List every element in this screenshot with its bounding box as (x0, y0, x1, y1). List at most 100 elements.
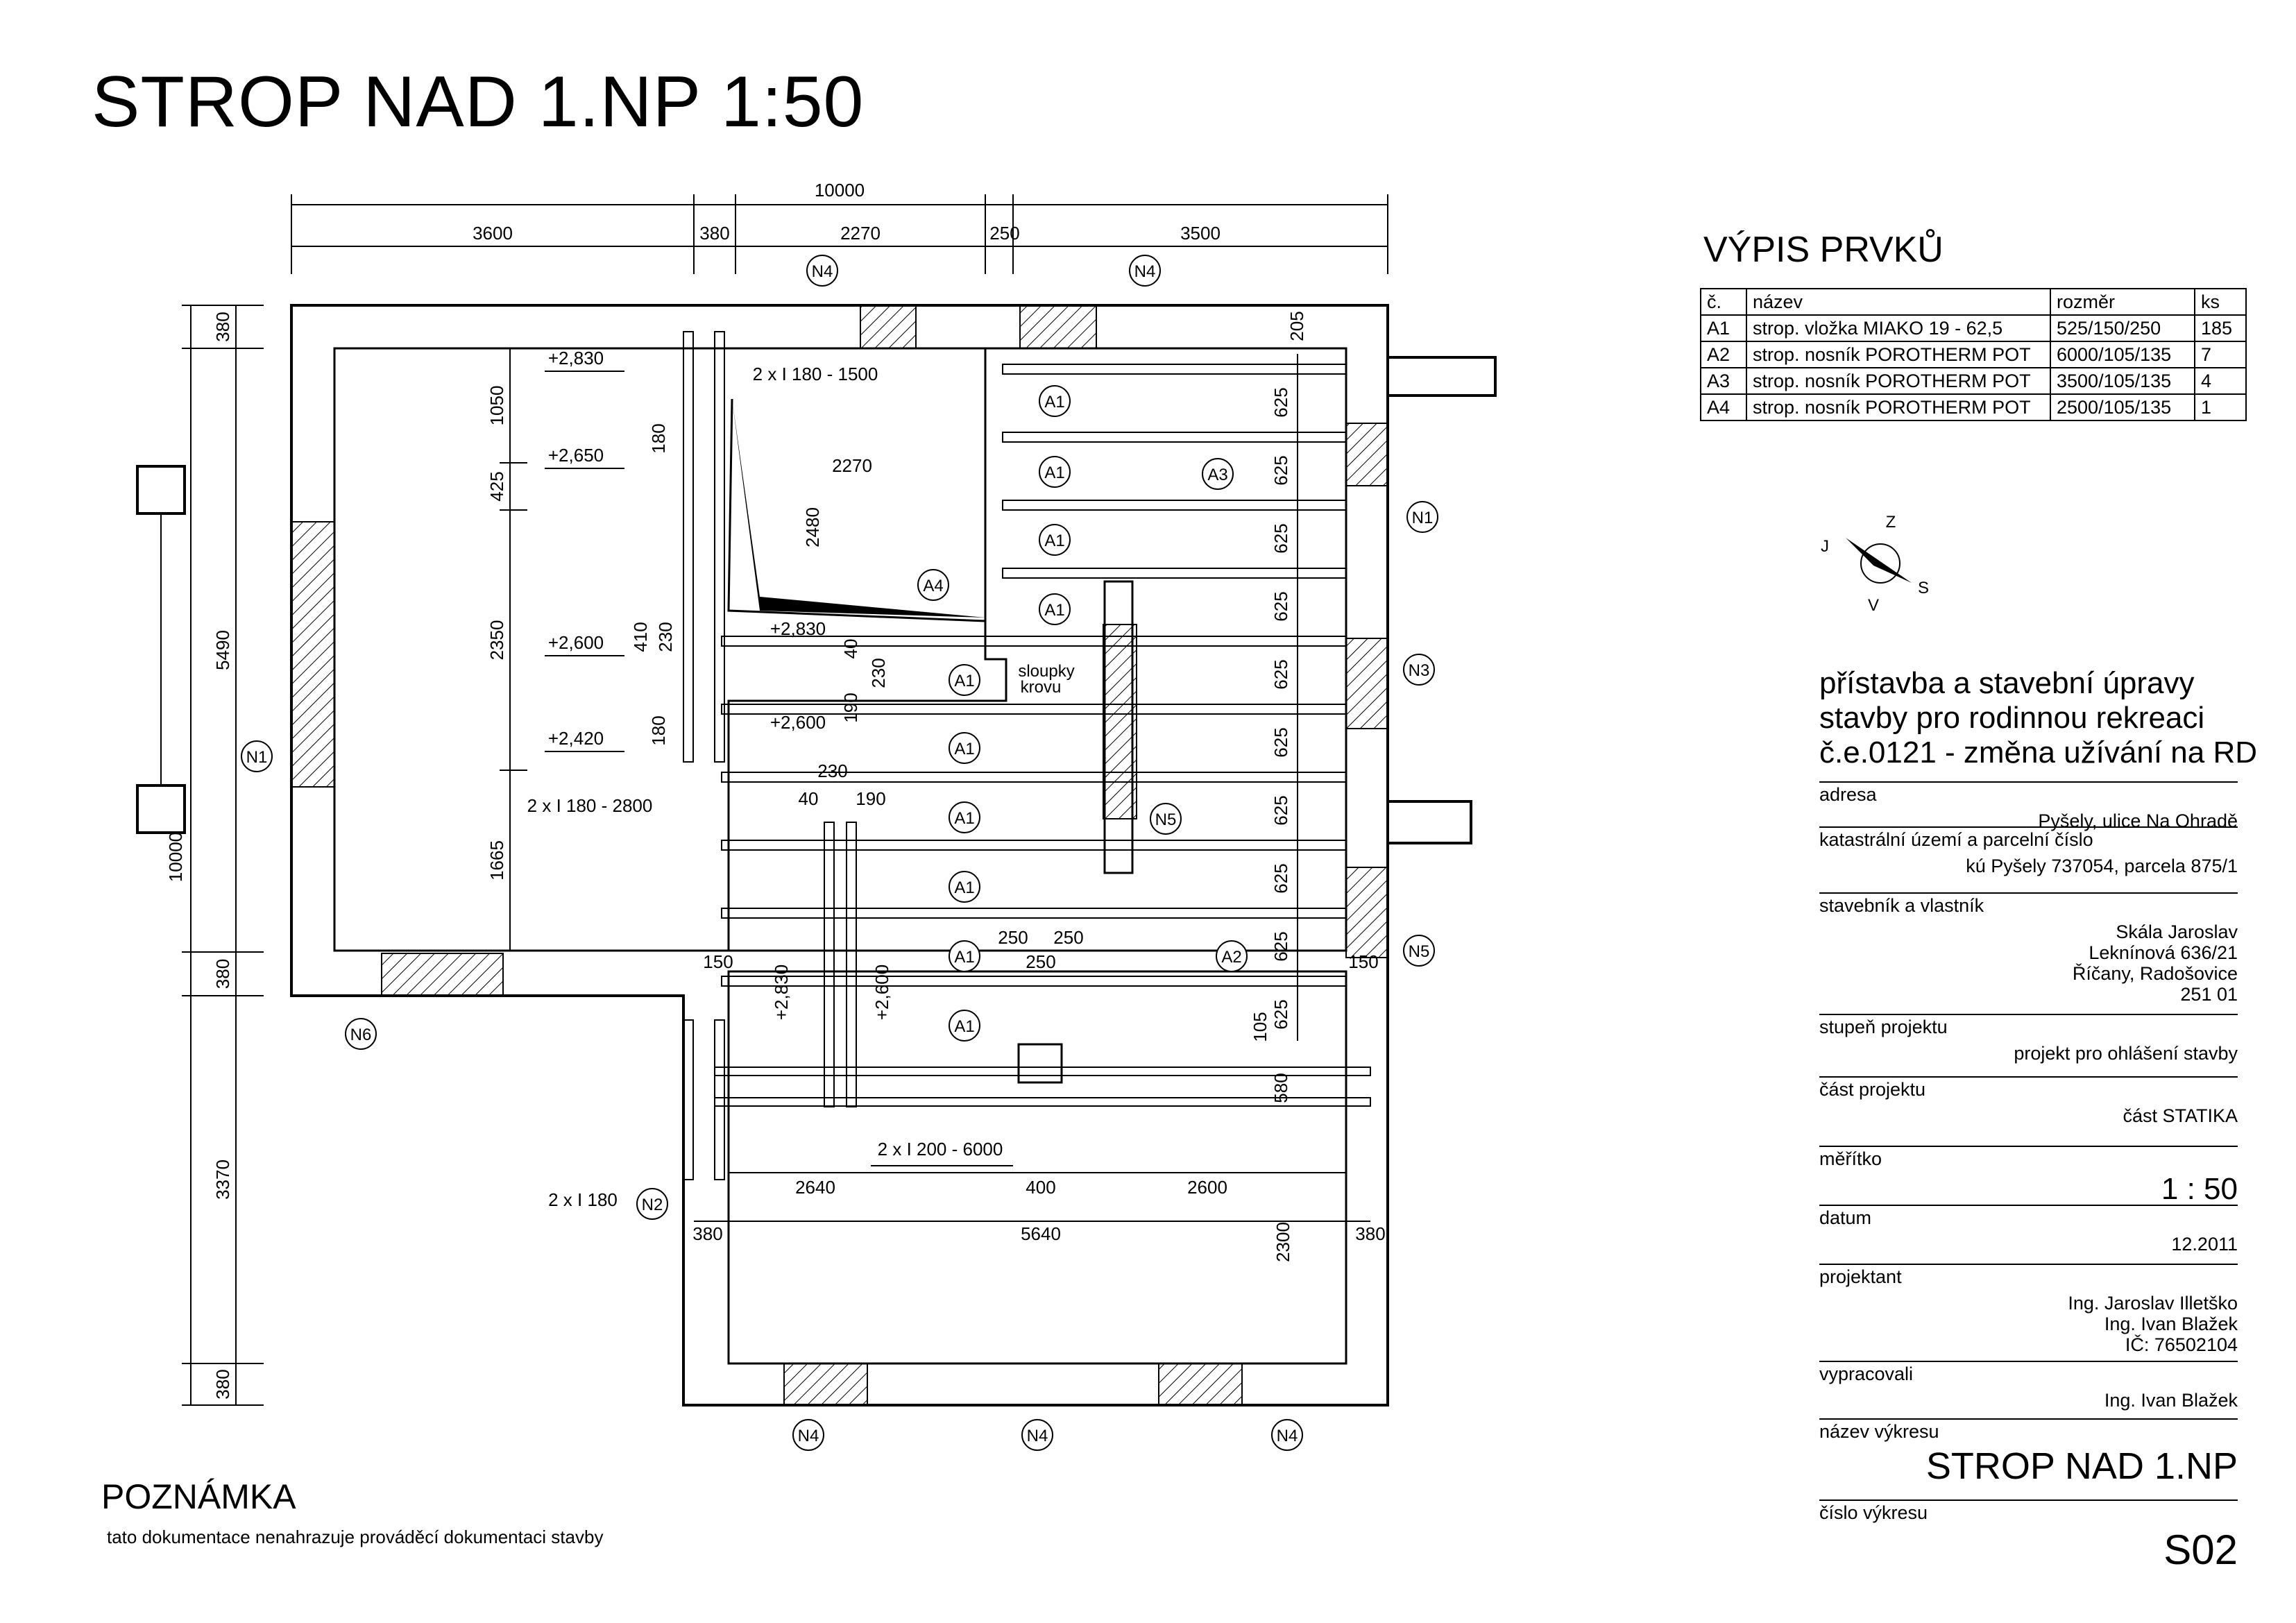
title-block-rule (1819, 1264, 2238, 1265)
title-block-value: 12.2011 (2171, 1234, 2238, 1255)
title-block-value: STROP NAD 1.NP (1925, 1445, 2238, 1487)
title-block-label: datum (1819, 1207, 1872, 1228)
table-cell: 4 (2194, 367, 2247, 395)
dimension-label: 105 (1250, 1012, 1270, 1042)
table-header-row: č. název rozměr ks (1700, 288, 2247, 316)
dimension-label: 5490 (212, 630, 233, 670)
element-tag: A1 (1044, 532, 1064, 550)
dimension-label: 2600 (1187, 1177, 1227, 1198)
dimension-label: 400 (1026, 1177, 1055, 1198)
steel-beam (824, 822, 835, 1107)
element-tag-circle (949, 801, 980, 833)
wall-protrusion (1386, 800, 1472, 844)
table-row: A2 strop. nosník POROTHERM POT 6000/105/… (1700, 341, 2247, 368)
title-block-value: Ing. Ivan Blažek (2104, 1390, 2238, 1411)
dimension-label: 250 (989, 223, 1019, 244)
dimension-label: 250 (1053, 927, 1083, 948)
steel-beam (683, 331, 694, 763)
dimension-label: 380 (699, 223, 729, 244)
dimension-label: 410 (630, 622, 651, 652)
inner-wall (333, 347, 1007, 952)
window-opening (1158, 1363, 1243, 1406)
compass-letter: J (1821, 537, 1829, 556)
table-cell: 2500/105/135 (2050, 393, 2195, 421)
span-label: 625 (1270, 523, 1291, 553)
element-tag-circle (1403, 654, 1435, 686)
element-tag: A1 (954, 878, 974, 897)
dimension-label: 230 (655, 622, 676, 652)
title-block-value: S02 (2163, 1527, 2238, 1573)
element-tag: A1 (954, 948, 974, 967)
span-label: 625 (1270, 795, 1291, 825)
element-tag: A1 (1044, 464, 1064, 482)
col-header: ks (2194, 288, 2247, 316)
annotation: krovu (1021, 678, 1062, 697)
element-tag: N4 (812, 262, 833, 281)
wall-protrusion (1386, 356, 1497, 397)
col-header: č. (1700, 288, 1747, 316)
element-tag-circle (1150, 803, 1182, 835)
ceiling-joist (721, 772, 1347, 783)
title-block-value: 1 : 50 (2161, 1172, 2238, 1206)
title-block-label: vypracovali (1819, 1363, 1914, 1384)
element-tag-circle (949, 1010, 980, 1042)
table-cell: strop. nosník POROTHERM POT (1746, 341, 2051, 368)
compass-letter: V (1868, 596, 1879, 615)
element-tag-circle (1403, 935, 1435, 967)
project-title-line: č.e.0121 - změna užívání na RD (1819, 736, 2257, 770)
table-cell: strop. nosník POROTHERM POT (1746, 393, 2051, 421)
element-list-table: č. název rozměr ks A1 strop. vložka MIAK… (1700, 288, 2247, 421)
dimension-label: 180 (648, 715, 669, 745)
steel-beam (714, 331, 725, 763)
element-tag-circle (1202, 458, 1234, 490)
dimension-label: 5640 (1021, 1223, 1061, 1244)
note-text: tato dokumentace nenahrazuje prováděcí d… (107, 1527, 604, 1547)
element-tag: A2 (1221, 948, 1241, 967)
dimension-label: 150 (703, 951, 733, 972)
window-opening (1019, 305, 1097, 349)
table-cell: 6000/105/135 (2050, 341, 2195, 368)
dimension-label: 250 (998, 927, 1028, 948)
dimension-label: 2270 (840, 223, 881, 244)
ceiling-joist (1002, 364, 1347, 375)
inner-wall (729, 347, 1347, 952)
element-tag: N2 (642, 1196, 663, 1214)
dimension-label: 40 (799, 788, 819, 809)
dimension-label: 1050 (486, 386, 507, 426)
level-mark: +2,830 (771, 965, 792, 1020)
title-block-rule (1819, 1014, 2238, 1015)
window-opening (860, 305, 917, 349)
exterior-pillar (136, 465, 186, 515)
dimension-label: 3370 (212, 1159, 233, 1200)
project-title: přístavba a stavební úpravy stavby pro r… (1819, 666, 2296, 770)
element-tag-circle (949, 871, 980, 903)
element-tag: A1 (1044, 601, 1064, 620)
element-tag-circle (949, 940, 980, 972)
element-tag: N4 (1027, 1427, 1048, 1445)
dimension-label: 10000 (815, 180, 865, 201)
element-tag: A3 (1207, 466, 1227, 484)
dimension-label: 180 (648, 423, 669, 453)
element-list-heading: VÝPIS PRVKŮ (1703, 230, 1944, 270)
dimension-label: 2270 (832, 455, 872, 476)
element-tag-circle (1216, 940, 1248, 972)
element-tag-circle (1021, 1419, 1053, 1451)
ceiling-joist (721, 840, 1347, 851)
dimension-label: 190 (856, 788, 885, 809)
dimension-label: 425 (486, 471, 507, 501)
inner-wall (727, 970, 1347, 1365)
element-tag-circle (636, 1188, 668, 1220)
title-block-label: měřítko (1819, 1148, 1882, 1169)
title-block-value: Skála Jaroslav (2116, 921, 2238, 942)
element-tag: A1 (954, 809, 974, 828)
element-tag: N3 (1409, 661, 1430, 680)
element-tag: N1 (1412, 509, 1434, 527)
dimension-label: 230 (817, 760, 847, 781)
table-cell: A3 (1700, 367, 1747, 395)
ceiling-joist (1002, 432, 1347, 443)
dimension-label: 2640 (795, 1177, 835, 1198)
window-opening (381, 953, 504, 996)
table-cell: 525/150/250 (2050, 314, 2195, 342)
dimension-label: 2350 (486, 620, 507, 661)
dimension-label: 40 (840, 639, 861, 659)
